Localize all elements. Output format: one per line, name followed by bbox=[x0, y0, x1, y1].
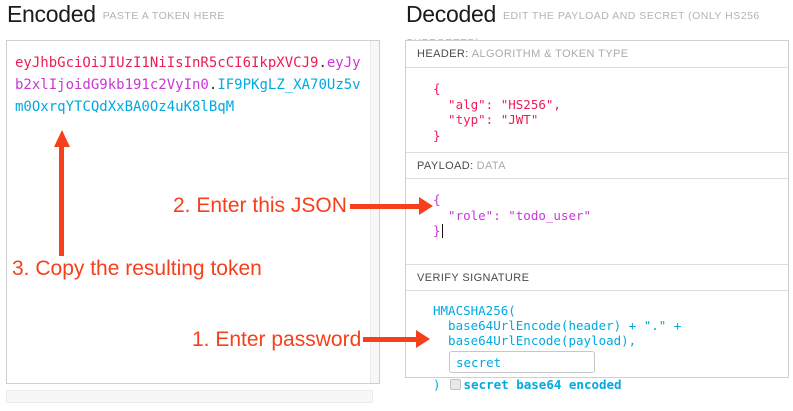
signature-section-label: VERIFY SIGNATURE bbox=[406, 264, 788, 291]
header-section-label: HEADER:ALGORITHM & TOKEN TYPE bbox=[406, 41, 788, 68]
payload-json[interactable]: { "role": "todo_user" } bbox=[433, 192, 592, 238]
text-cursor bbox=[442, 224, 443, 238]
header-sublabel: ALGORITHM & TOKEN TYPE bbox=[471, 48, 629, 60]
header-label: HEADER: bbox=[417, 48, 469, 60]
jwt-signature-part: IF9PKgLZ_XA70Uz5vm0OxrqYTCQdXxBA0Oz4uK8l… bbox=[15, 77, 361, 115]
decoded-title-text: Decoded bbox=[406, 1, 496, 27]
jwt-payload-part: eyJyb2xlIjoidG9kb191c2VyIn0 bbox=[15, 55, 361, 93]
annotation-step1: 1. Enter password bbox=[192, 328, 362, 351]
encoded-title-text: Encoded bbox=[7, 1, 96, 27]
jwt-dot-separator: . bbox=[208, 77, 218, 93]
jwt-token-text: eyJhbGciOiJIUzI1NiIsInR5cCI6IkpXVCJ9.eyJ… bbox=[15, 52, 367, 118]
payload-label: PAYLOAD: bbox=[417, 160, 474, 172]
signature-code-area: HMACSHA256( base64UrlEncode(header) + ".… bbox=[406, 291, 788, 392]
signature-close-row: ) secret base64 encoded bbox=[433, 377, 788, 392]
jwt-dot-separator: . bbox=[318, 55, 327, 71]
header-json: { "alg": "HS256", "typ": "JWT" } bbox=[433, 81, 561, 143]
close-paren: ) bbox=[433, 377, 441, 392]
base64-encoded-checkbox[interactable] bbox=[449, 379, 461, 390]
arrow-to-secret bbox=[363, 330, 430, 348]
encoded-title: Encoded PASTE A TOKEN HERE bbox=[7, 1, 225, 28]
verify-signature-label: VERIFY SIGNATURE bbox=[417, 272, 530, 284]
jwt-header-part: eyJhbGciOiJIUzI1NiIsInR5cCI6IkpXVCJ9 bbox=[15, 55, 319, 71]
annotation-step3: 3. Copy the resulting token bbox=[12, 257, 262, 280]
horizontal-scrollbar[interactable] bbox=[6, 390, 373, 403]
arrow-to-token bbox=[53, 130, 70, 256]
secret-input[interactable] bbox=[449, 351, 595, 373]
vertical-scrollbar[interactable] bbox=[370, 41, 379, 383]
payload-json-area[interactable]: { "role": "todo_user" } bbox=[406, 179, 788, 264]
arrow-to-payload bbox=[350, 197, 433, 215]
hmac-code: HMACSHA256( base64UrlEncode(header) + ".… bbox=[433, 303, 682, 348]
payload-sublabel: DATA bbox=[476, 160, 506, 172]
header-json-area: { "alg": "HS256", "typ": "JWT" } bbox=[406, 68, 788, 152]
decoded-panel: HEADER:ALGORITHM & TOKEN TYPE { "alg": "… bbox=[405, 40, 789, 392]
annotation-step2: 2. Enter this JSON bbox=[173, 194, 347, 217]
encoded-subtitle: PASTE A TOKEN HERE bbox=[102, 10, 225, 22]
base64-encoded-label: secret base64 encoded bbox=[463, 377, 622, 392]
encoded-token-textarea[interactable]: eyJhbGciOiJIUzI1NiIsInR5cCI6IkpXVCJ9.eyJ… bbox=[6, 40, 380, 384]
payload-section-label: PAYLOAD:DATA bbox=[406, 152, 788, 179]
